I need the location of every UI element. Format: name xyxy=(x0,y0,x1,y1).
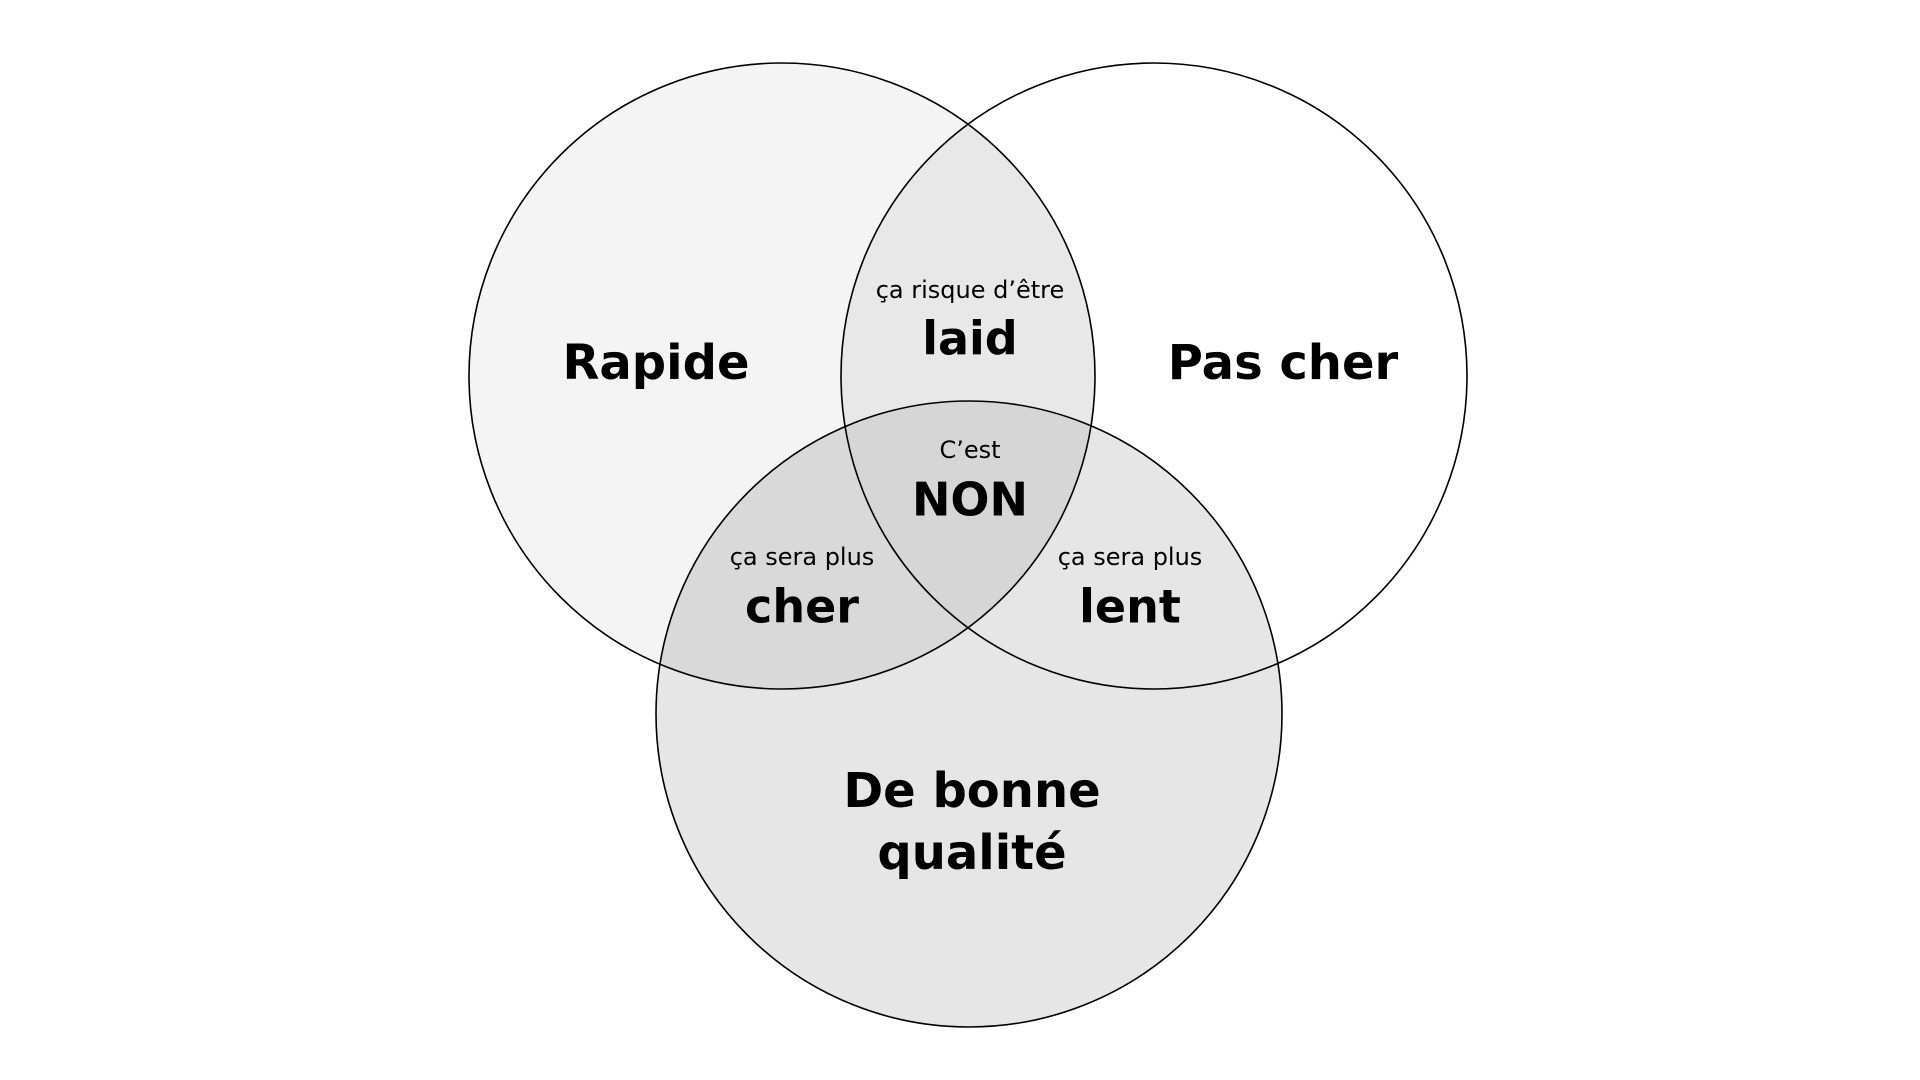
label-cher-small: ça sera plus xyxy=(730,543,875,571)
intersection-pas-cher-qualite-fill xyxy=(841,401,1282,689)
label-qualite-line2: qualité xyxy=(877,825,1066,881)
label-non-big: NON xyxy=(912,473,1028,527)
label-lent-small: ça sera plus xyxy=(1058,543,1203,571)
intersection-rapide-qualite-fill xyxy=(656,401,1095,689)
label-laid-small: ça risque d’être xyxy=(876,276,1065,304)
label-laid-big: laid xyxy=(922,312,1018,366)
label-cher-big: cher xyxy=(745,580,859,634)
label-rapide: Rapide xyxy=(562,335,749,391)
label-pas-cher: Pas cher xyxy=(1168,335,1399,391)
circle-pas-cher-outline xyxy=(840,62,1468,690)
label-lent-big: lent xyxy=(1079,580,1181,634)
circle-qualite-outline xyxy=(655,400,1283,1028)
circle-rapide-outline xyxy=(468,62,1096,690)
label-non-small: C’est xyxy=(939,436,1000,464)
label-qualite-line1: De bonne xyxy=(843,763,1100,819)
